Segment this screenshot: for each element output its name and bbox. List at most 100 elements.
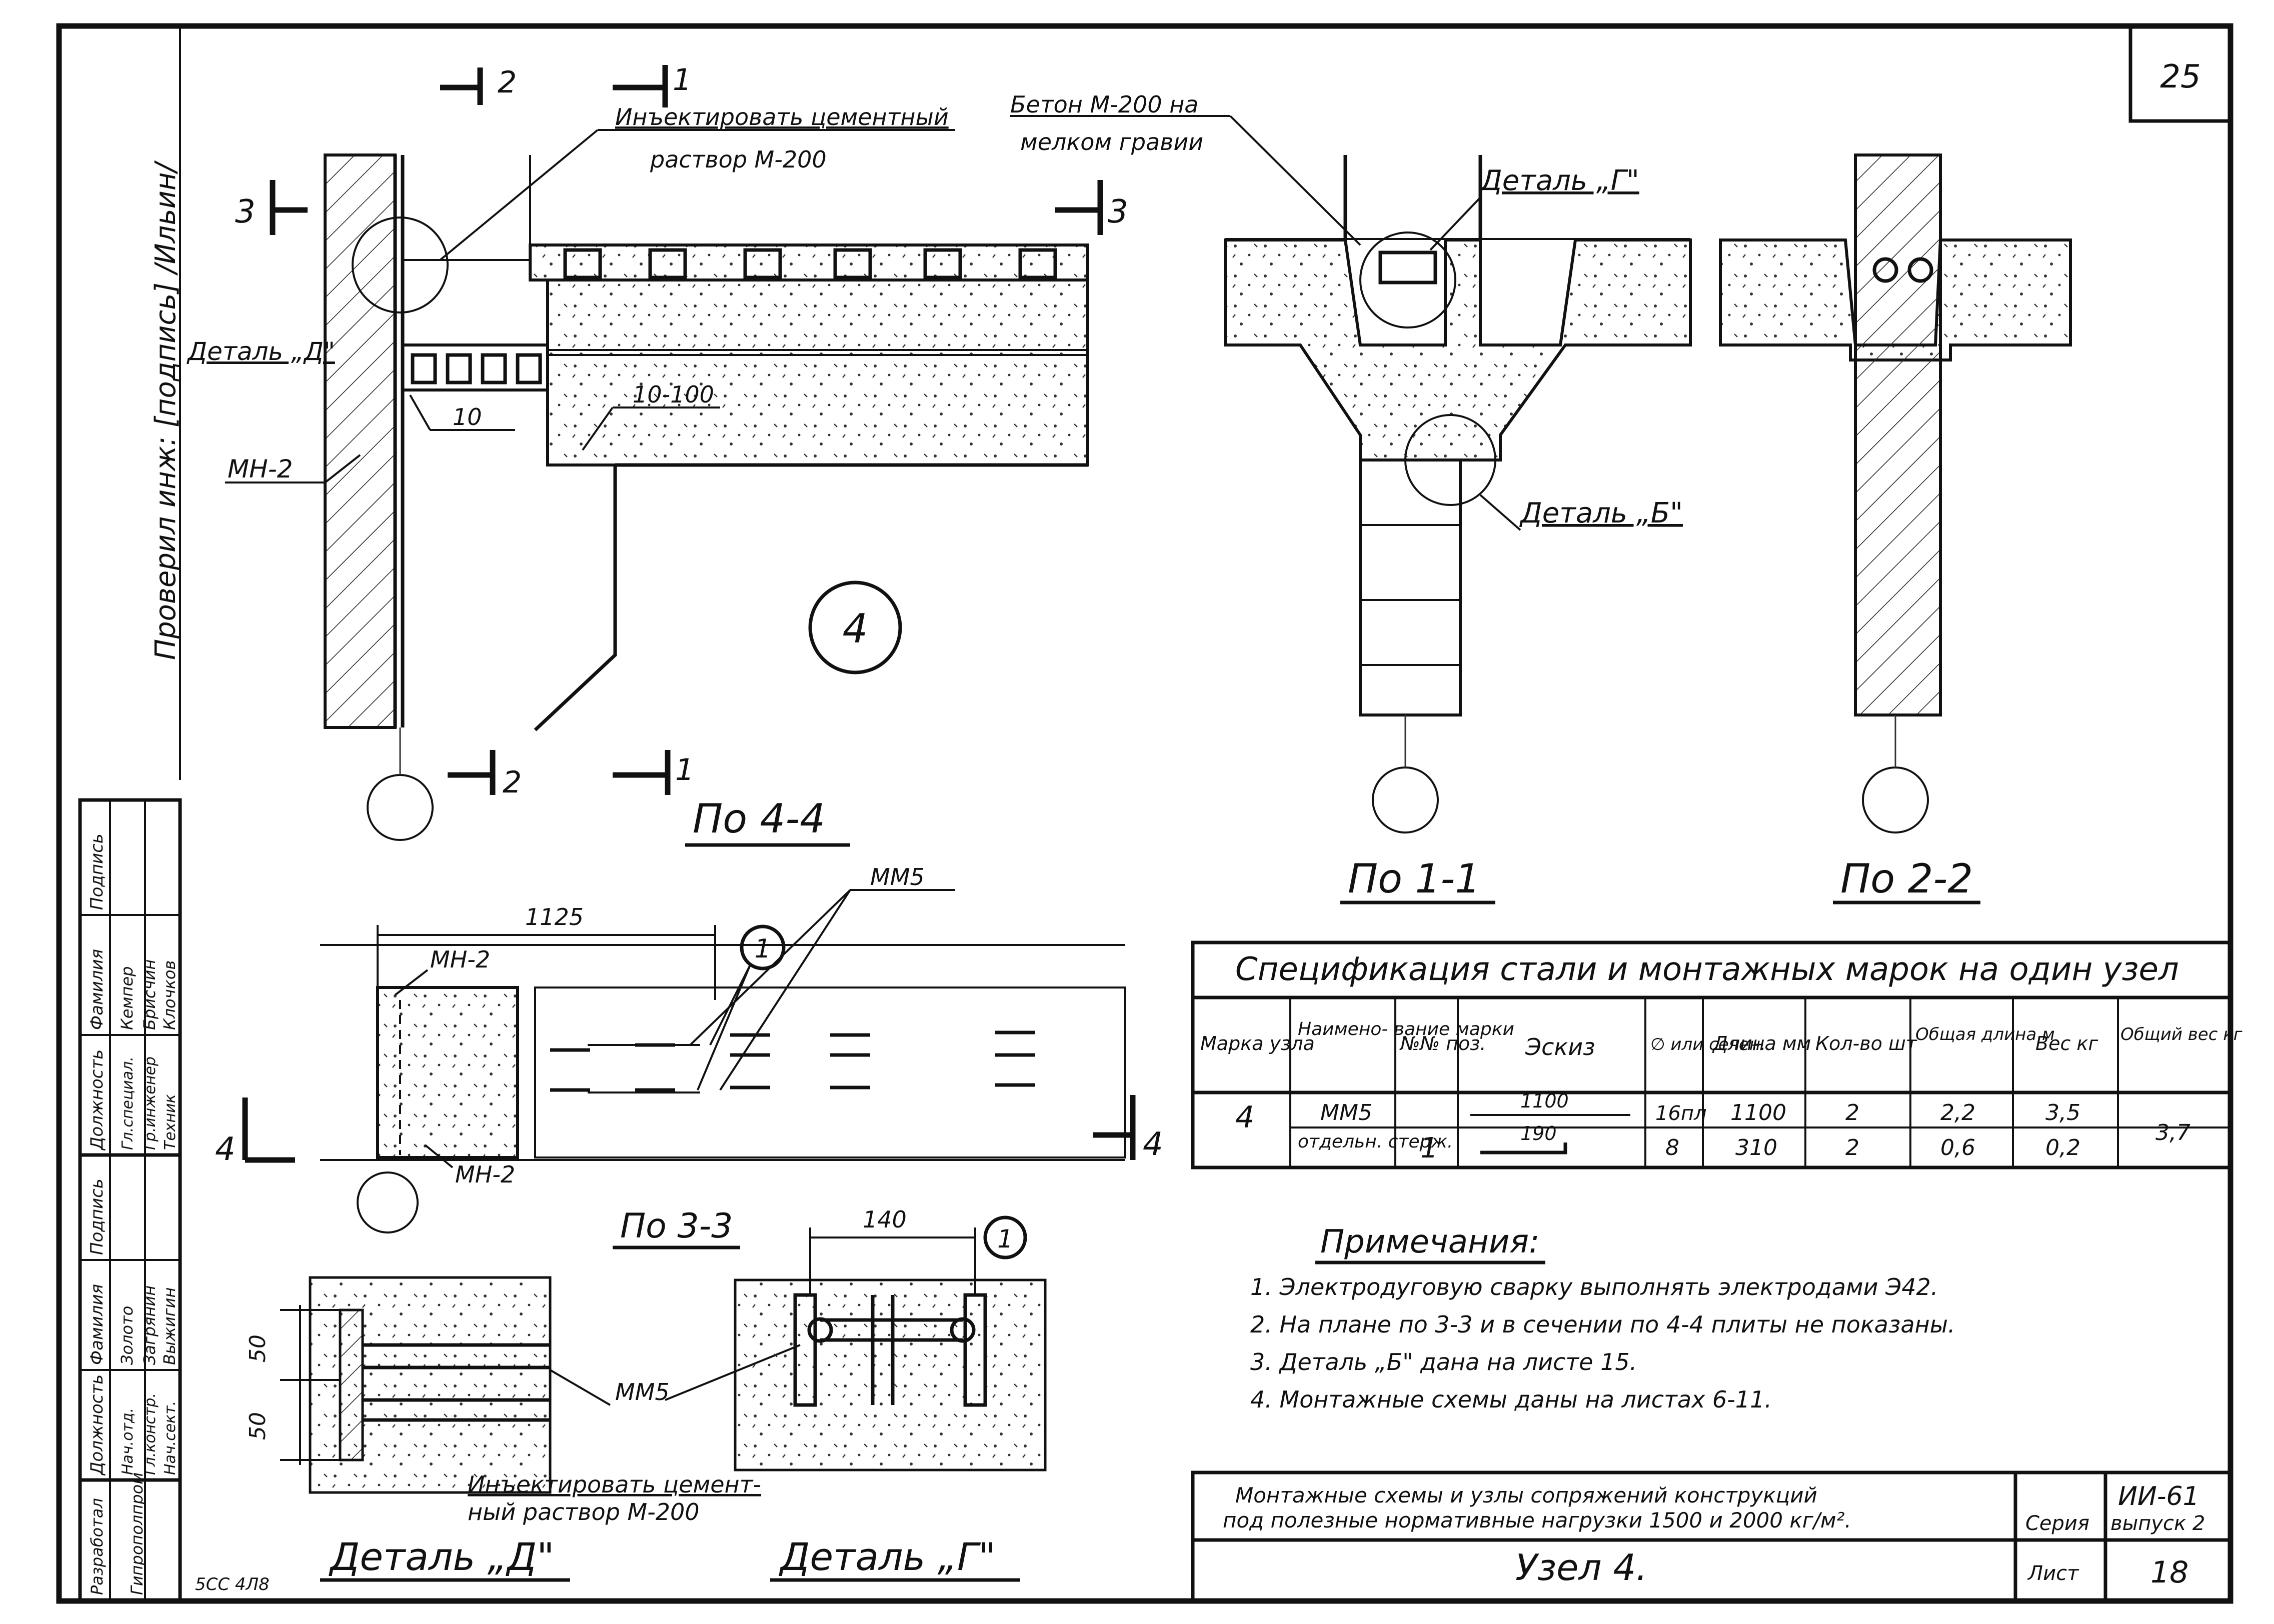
- node-elevation: 4 2 1 3 3 2 1 Инъектироват: [187, 62, 1361, 841]
- svg-text:1100: 1100: [1520, 1090, 1569, 1112]
- svg-text:Брисчин: Брисчин: [140, 960, 159, 1030]
- note-4: 4. Монтажные схемы даны на листах 6-11.: [1250, 1386, 1772, 1413]
- node-number: 4: [843, 606, 868, 652]
- dim-1125: 1125: [525, 904, 584, 930]
- position-1-bubble: [740, 924, 786, 970]
- dim-50-top: 50: [245, 1334, 271, 1362]
- cut-marker-3-left: 3: [235, 180, 308, 235]
- svg-text:3,5: 3,5: [2045, 1100, 2080, 1126]
- cut-marker-1-bottom: 1: [613, 750, 694, 795]
- svg-text:Гипрополпром: Гипрополпром: [128, 1472, 147, 1595]
- plan-4-4: 1125 МН-2 МН-2 1 ММ5 4 4: [215, 864, 1163, 1234]
- note-3: 3. Деталь „Б" дана на листе 15.: [1250, 1348, 1637, 1376]
- svg-text:Разработал: Разработал: [88, 1498, 107, 1595]
- svg-text:Общая длина м: Общая длина м: [1915, 1024, 2055, 1044]
- title-desc: Монтажные схемы и узлы сопряжений констр…: [1235, 1483, 1817, 1508]
- svg-text:Кол-во шт: Кол-во шт: [1815, 1032, 1918, 1054]
- detail-d-label: Деталь „Д": [187, 337, 335, 366]
- detail-b-label: Деталь „Б": [1519, 497, 1683, 530]
- svg-text:Марка узла: Марка узла: [1200, 1032, 1315, 1054]
- title-block: Монтажные схемы и узлы сопряжений констр…: [1191, 1470, 2232, 1603]
- cut-marker-4-left: 4: [215, 1098, 295, 1168]
- svg-text:Подпись: Подпись: [87, 834, 107, 910]
- spec-table: Спецификация стали и монтажных марок на …: [1191, 940, 2243, 1170]
- svg-text:Вес кг: Вес кг: [2035, 1032, 2098, 1054]
- note-inject: Инъектировать цементный: [615, 104, 949, 130]
- checked-by-label: Проверил инж: [подпись] /Ильин/: [150, 160, 182, 660]
- series-label: Серия: [2025, 1512, 2089, 1535]
- axis-bubble-3: [1862, 766, 1929, 834]
- svg-text:2: 2: [503, 765, 522, 800]
- detail-d: 50 50 ММ5 Инъектировать цемент- ный раст…: [245, 1276, 801, 1526]
- svg-text:2,2: 2,2: [1940, 1100, 1975, 1126]
- notes: Примечания: 1. Электродуговую сварку вып…: [1250, 1224, 1955, 1413]
- svg-text:Золото: Золото: [118, 1306, 137, 1365]
- svg-text:№№ поз.: №№ поз.: [1399, 1032, 1486, 1054]
- view-title-11: По 1-1: [1348, 856, 1480, 902]
- stamp-block: Подпись Фамилия Должность Кемпер Гл.спец…: [78, 798, 182, 1602]
- dim-50-bottom: 50: [245, 1412, 271, 1440]
- detail-g-label: Деталь „Г": [1479, 164, 1639, 197]
- note-1: 1. Электродуговую сварку выполнять элект…: [1250, 1274, 1938, 1300]
- svg-text:Подпись: Подпись: [87, 1178, 107, 1255]
- svg-text:310: 310: [1735, 1135, 1777, 1160]
- wall-column: [324, 154, 397, 729]
- svg-text:4: 4: [215, 1131, 236, 1168]
- anchor-pipes: [401, 344, 549, 392]
- dim-140: 140: [863, 1206, 907, 1233]
- detail-d-circle: [352, 216, 449, 314]
- svg-text:ММ5: ММ5: [1320, 1100, 1372, 1126]
- svg-text:Должность: Должность: [87, 1374, 107, 1476]
- note-concrete-2: мелком гравии: [1020, 128, 1203, 156]
- beam: [546, 278, 1089, 466]
- dim-10: 10: [453, 404, 482, 430]
- svg-text:3,7: 3,7: [2155, 1120, 2190, 1146]
- svg-text:Общий вес кг: Общий вес кг: [2120, 1024, 2243, 1044]
- svg-text:0,6: 0,6: [1940, 1135, 1975, 1160]
- slab-ribs: [563, 248, 1057, 280]
- note-inject-2: раствор М-200: [650, 146, 827, 173]
- svg-text:Наимено- вание марки: Наимено- вание марки: [1298, 1019, 1514, 1040]
- plan-mm5-label: ММ5: [870, 864, 925, 890]
- sheet-number: 25: [2160, 58, 2200, 96]
- section-2-2-column: [1854, 154, 1942, 716]
- svg-text:Эскиз: Эскиз: [1525, 1034, 1595, 1060]
- cut-marker-4-right: 4: [1093, 1095, 1163, 1163]
- svg-text:190: 190: [1520, 1122, 1557, 1144]
- detail-mm5-label: ММ5: [615, 1378, 670, 1406]
- svg-text:Нач.сект.: Нач.сект.: [162, 1401, 179, 1475]
- section-1-1-slab: [1224, 238, 1692, 462]
- title-desc-2: под полезные нормативные нагрузки 1500 и…: [1223, 1508, 1851, 1532]
- plan-mn2-bottom: МН-2: [455, 1161, 515, 1188]
- svg-text:2: 2: [1845, 1100, 1859, 1126]
- column-below: [534, 465, 617, 732]
- svg-text:8: 8: [1665, 1135, 1679, 1160]
- view-title-33: По 3-3: [620, 1206, 733, 1246]
- slab-top: [529, 244, 1089, 282]
- dim-10-100: 10-100: [633, 381, 714, 408]
- inject-note-bottom-2: ный раствор М-200: [468, 1498, 700, 1526]
- svg-text:Нач.отд.: Нач.отд.: [119, 1408, 137, 1475]
- sheet-number-box: [2128, 24, 2232, 123]
- detail-g-title: Деталь „Г": [779, 1534, 996, 1579]
- svg-text:Гл.специал.: Гл.специал.: [119, 1056, 137, 1150]
- svg-text:Кемпер: Кемпер: [118, 966, 137, 1030]
- svg-text:Должность: Должность: [87, 1050, 107, 1151]
- axis-bubble-4: [357, 1172, 419, 1234]
- svg-text:Выжигин: Выжигин: [160, 1288, 179, 1365]
- series-value: ИИ-61: [2118, 1482, 2199, 1512]
- plan-embedded-plate: [376, 986, 519, 1159]
- cut-marker-2-top: 2: [440, 65, 517, 105]
- note-2: 2. На плане по 3-3 и в сечении по 4-4 пл…: [1250, 1311, 1955, 1338]
- svg-text:Длина мм: Длина мм: [1712, 1032, 1811, 1054]
- svg-text:1: 1: [673, 62, 692, 98]
- cut-marker-2-bottom: 2: [448, 750, 522, 800]
- svg-text:3: 3: [1108, 194, 1128, 230]
- section-2-2: [1719, 154, 2072, 834]
- sheet-frame: [56, 23, 2233, 1604]
- svg-text:16пл: 16пл: [1655, 1102, 1707, 1125]
- axis-bubble-2: [1372, 766, 1439, 834]
- svg-text:2: 2: [498, 65, 517, 100]
- position-1-b: 1: [997, 1224, 1013, 1254]
